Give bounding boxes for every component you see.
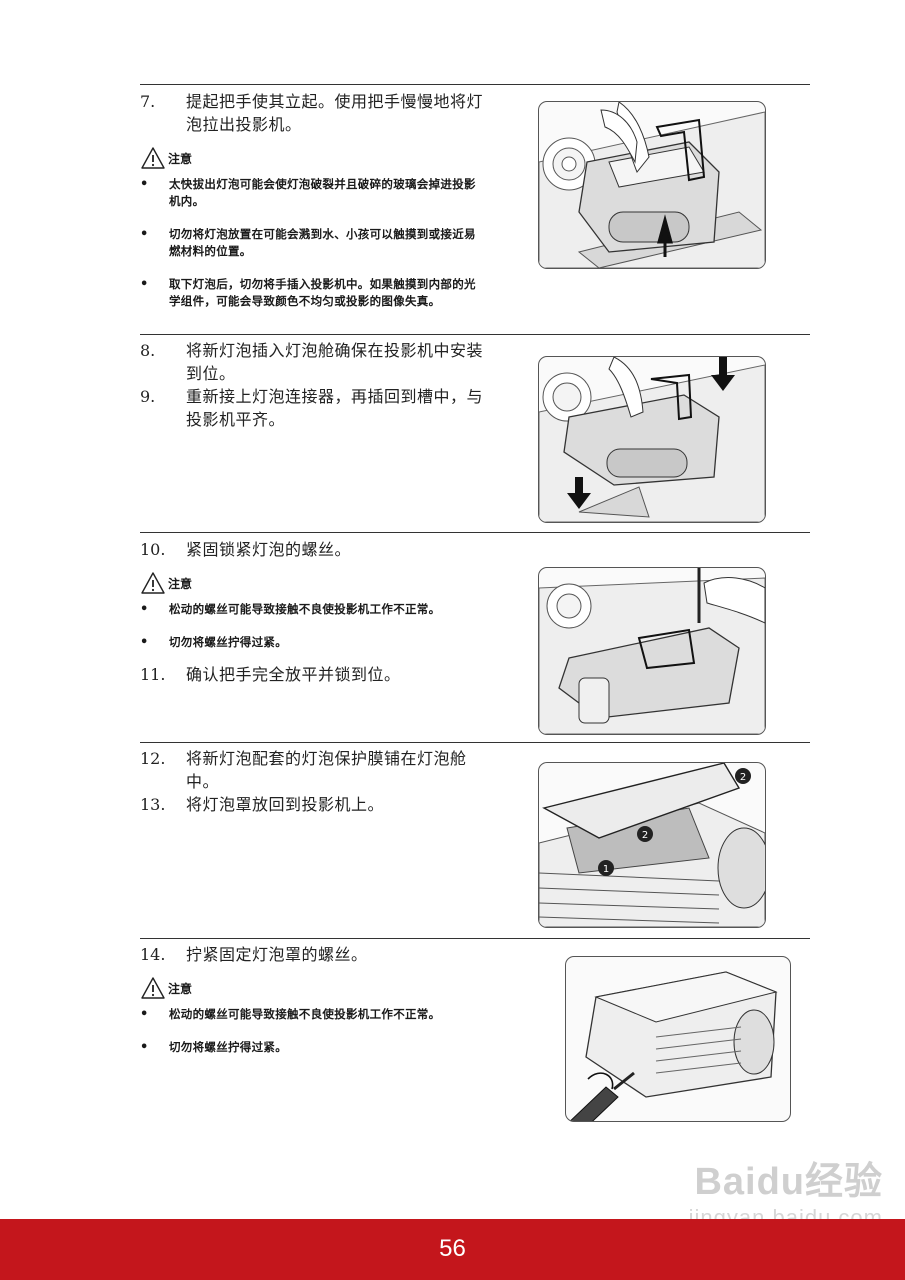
lamp-install-illustration bbox=[538, 356, 766, 523]
section-divider bbox=[140, 84, 810, 85]
step-item: 13. 将灯泡罩放回到投影机上。 bbox=[140, 795, 385, 814]
step-item: 14. 拧紧固定灯泡罩的螺丝。 bbox=[140, 945, 368, 964]
section-divider bbox=[140, 532, 810, 533]
section-divider bbox=[140, 938, 810, 939]
step-marker-2 bbox=[637, 826, 653, 842]
caution-label: 注意 bbox=[168, 576, 193, 591]
step-item: 9. 重新接上灯泡连接器，再插回到槽中，与投影机平齐。 bbox=[140, 387, 484, 429]
cover-screw-illustration bbox=[565, 956, 791, 1122]
step-item: 8. 将新灯泡插入灯泡舱确保在投影机中安装到位。 bbox=[140, 341, 484, 383]
caution-list: 太快拔出灯泡可能会使灯泡破裂并且破碎的玻璃会掉进投影机内。 切勿将灯泡放置在可能… bbox=[140, 176, 485, 310]
caution-item: 松动的螺丝可能导致接触不良使投影机工作不正常。 bbox=[140, 601, 485, 618]
step-item: 10. 紧固锁紧灯泡的螺丝。 bbox=[140, 540, 352, 559]
caution-header: 注意 bbox=[140, 146, 485, 170]
step-8-9-section: 8. 将新灯泡插入灯泡舱确保在投影机中安装到位。 9. 重新接上灯泡连接器，再插… bbox=[140, 339, 485, 431]
step-item: 7. 提起把手使其立起。使用把手慢慢地将灯泡拉出投影机。 bbox=[140, 92, 484, 134]
caution-label: 注意 bbox=[168, 981, 193, 996]
warning-triangle-icon bbox=[141, 977, 165, 999]
step-14-section: 14. 拧紧固定灯泡罩的螺丝。 注意 松动的螺丝可能导致接触不良使投影机工作不正… bbox=[140, 943, 485, 1072]
step-item: 11. 确认把手完全放平并锁到位。 bbox=[140, 665, 401, 684]
step-marker-2 bbox=[735, 768, 751, 784]
section-divider bbox=[140, 334, 810, 335]
caution-label: 注意 bbox=[168, 151, 193, 166]
step-12-13-section: 12. 将新灯泡配套的灯泡保护膜铺在灯泡舱中。 13. 将灯泡罩放回到投影机上。 bbox=[140, 747, 485, 816]
marker-label: 1 bbox=[603, 864, 609, 875]
marker-label: 2 bbox=[740, 772, 746, 783]
step-7-section: 7. 提起把手使其立起。使用把手慢慢地将灯泡拉出投影机。 注意 太快拔出灯泡可能… bbox=[140, 90, 485, 326]
page-number: 56 bbox=[439, 1235, 466, 1262]
caution-header: 注意 bbox=[140, 976, 485, 1000]
step-marker-1 bbox=[598, 860, 614, 876]
caution-item: 太快拔出灯泡可能会使灯泡破裂并且破碎的玻璃会掉进投影机内。 bbox=[140, 176, 485, 210]
footer-bar: 56 bbox=[0, 1219, 905, 1280]
step-item: 12. 将新灯泡配套的灯泡保护膜铺在灯泡舱中。 bbox=[140, 749, 467, 791]
warning-triangle-icon bbox=[141, 147, 165, 169]
caution-list: 松动的螺丝可能导致接触不良使投影机工作不正常。 切勿将螺丝拧得过紧。 bbox=[140, 1006, 485, 1056]
caution-item: 松动的螺丝可能导致接触不良使投影机工作不正常。 bbox=[140, 1006, 485, 1023]
caution-item: 切勿将螺丝拧得过紧。 bbox=[140, 1039, 485, 1056]
step-10-11-section: 10. 紧固锁紧灯泡的螺丝。 注意 松动的螺丝可能导致接触不良使投影机工作不正常… bbox=[140, 538, 485, 686]
caution-list: 松动的螺丝可能导致接触不良使投影机工作不正常。 切勿将螺丝拧得过紧。 bbox=[140, 601, 485, 651]
screw-tightening-illustration bbox=[538, 567, 766, 735]
marker-label: 2 bbox=[642, 830, 648, 841]
caution-item: 切勿将灯泡放置在可能会溅到水、小孩可以触摸到或接近易燃材料的位置。 bbox=[140, 226, 485, 260]
lamp-cover-illustration: 2 2 1 bbox=[538, 762, 766, 928]
caution-item: 取下灯泡后，切勿将手插入投影机中。如果触摸到内部的光学组件，可能会导致颜色不均匀… bbox=[140, 276, 485, 310]
caution-header: 注意 bbox=[140, 571, 485, 595]
section-divider bbox=[140, 742, 810, 743]
lamp-removal-illustration bbox=[538, 101, 766, 269]
caution-item: 切勿将螺丝拧得过紧。 bbox=[140, 634, 485, 651]
warning-triangle-icon bbox=[141, 572, 165, 594]
watermark-brand: Baidu经验 bbox=[694, 1161, 883, 1203]
